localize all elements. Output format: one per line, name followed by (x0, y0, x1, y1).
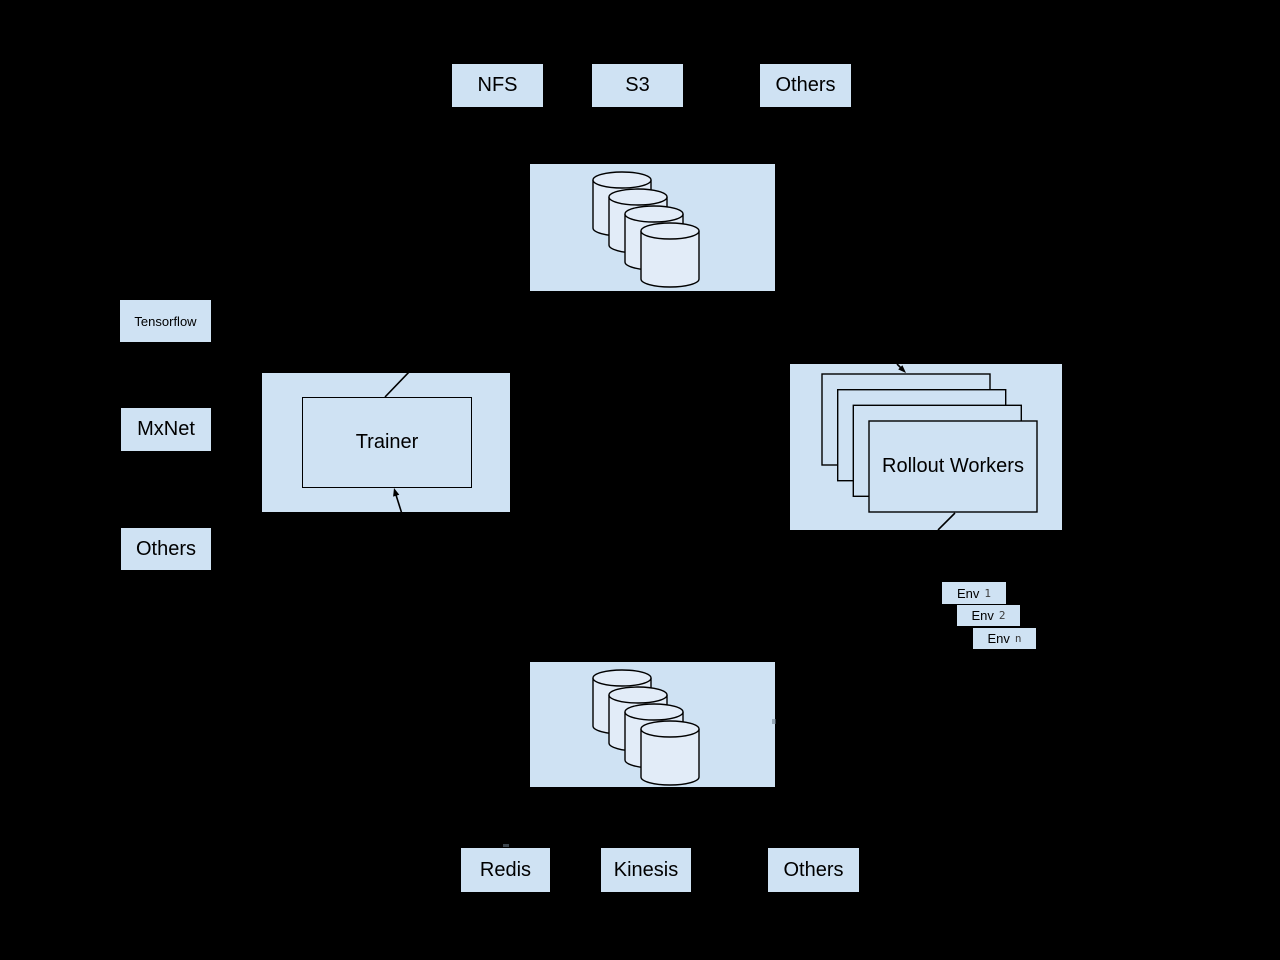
arrow-remnant-above-redis (503, 844, 509, 847)
box-mxnet-label: MxNet (137, 418, 195, 440)
env-2-index: 2 (998, 609, 1006, 622)
rollout-incoming-line (896, 364, 902, 369)
storage-box-bottom (530, 662, 775, 787)
trainer-incoming-line (395, 494, 403, 512)
rollout-workers-box: Rollout Workers (790, 364, 1062, 530)
arrow-remnant-storage-right-edge (772, 719, 776, 724)
database-cylinders-icon (592, 171, 700, 288)
box-tensorflow-label: Tensorflow (134, 313, 197, 329)
storage-box-top (530, 164, 775, 291)
database-cylinders-icon (592, 669, 700, 786)
box-kinesis-label: Kinesis (613, 858, 679, 881)
env-box-2: Env 2 (957, 605, 1020, 626)
box-tensorflow: Tensorflow (120, 300, 211, 342)
box-others-top: Others (760, 64, 851, 107)
box-kinesis: Kinesis (601, 848, 691, 892)
box-nfs-label: NFS (477, 74, 518, 96)
box-redis-label: Redis (479, 858, 532, 881)
env-box-1: Env 1 (942, 582, 1006, 604)
rollout-workers-label: Rollout Workers (882, 455, 1024, 477)
trainer-label: Trainer (355, 431, 419, 453)
box-others-left: Others (121, 528, 211, 570)
box-others-left-label: Others (135, 537, 197, 560)
trainer-box: Trainer (262, 373, 510, 512)
box-nfs: NFS (452, 64, 543, 107)
trainer-outgoing-line (384, 373, 410, 398)
box-redis: Redis (461, 848, 550, 892)
box-s3: S3 (592, 64, 683, 107)
box-others-top-label: Others (775, 74, 836, 96)
box-mxnet: MxNet (121, 408, 211, 451)
trainer-incoming-arrowhead-icon (393, 488, 400, 497)
env-2-label: Env (971, 608, 994, 623)
box-others-bottom-label: Others (783, 858, 844, 881)
rollout-workers-stack (821, 364, 1038, 530)
env-n-label: Env (987, 631, 1010, 646)
rollout-outgoing-line (937, 512, 956, 530)
env-1-index: 1 (984, 586, 992, 600)
box-others-bottom: Others (768, 848, 859, 892)
box-s3-label: S3 (625, 74, 650, 96)
trainer-inner-box: Trainer (302, 397, 472, 488)
env-1-label: Env (956, 585, 980, 601)
env-n-index: n (1014, 632, 1022, 645)
env-box-n: Env n (973, 628, 1036, 649)
rollout-incoming-arrowhead-icon (898, 365, 906, 373)
